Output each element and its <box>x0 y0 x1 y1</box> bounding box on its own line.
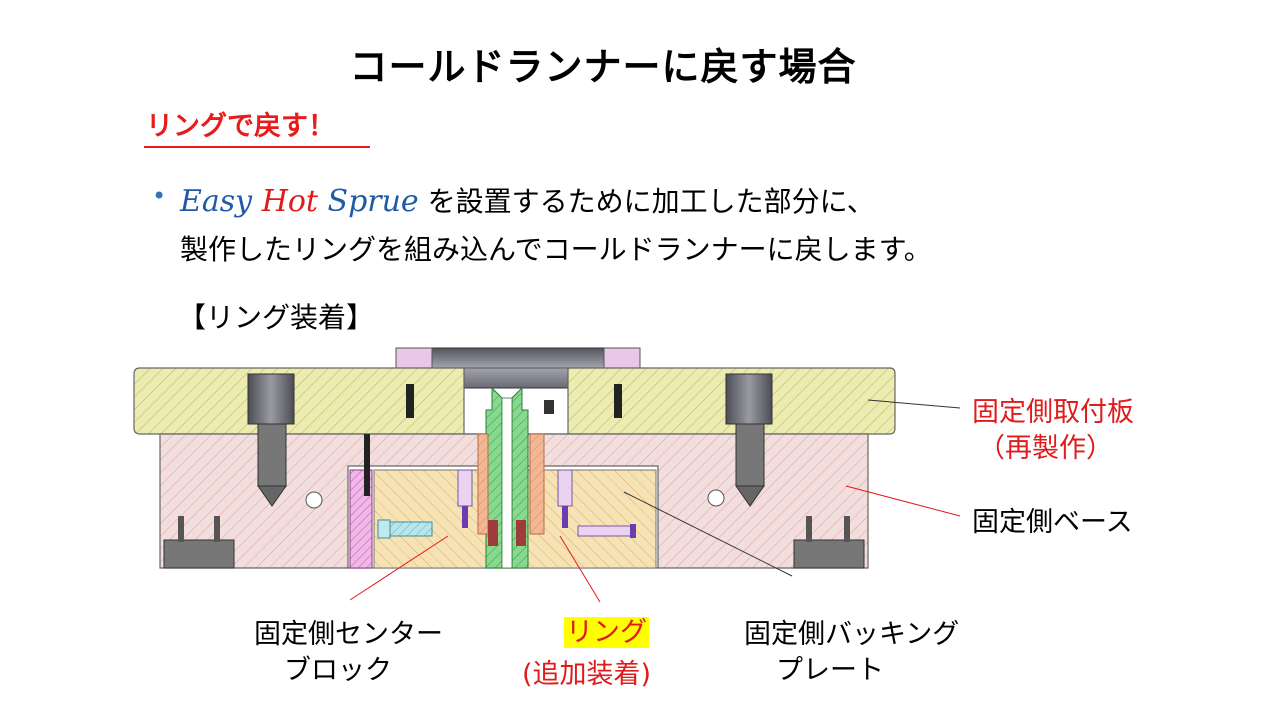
ring-highlight: リング <box>564 617 649 648</box>
label-fixed-mounting-plate-note: （再製作） <box>978 433 1113 464</box>
label-backing-plate-2: プレート <box>776 655 884 686</box>
sprue-channel <box>501 397 513 569</box>
label-center-block-2: ブロック <box>284 655 392 686</box>
label-fixed-mounting-plate: 固定側取付板 <box>972 397 1134 428</box>
section-label: 【リング装着】 <box>178 301 375 334</box>
bolt-left <box>247 373 295 507</box>
bullet-line-2: 製作したリングを組み込んでコールドランナーに戻します。 <box>180 233 932 266</box>
subtitle: リングで戻す！ <box>146 111 335 142</box>
brand-word-hot: Hot <box>261 184 318 219</box>
bullet-line-1-text: を設置するために加工した部分に、 <box>427 185 875 218</box>
label-center-block-1: 固定側センター <box>254 619 443 650</box>
bullet-marker: • <box>152 182 167 210</box>
ring-right <box>516 520 526 546</box>
brand-word-sprue: Sprue <box>327 184 419 219</box>
sleeve-right <box>529 433 545 535</box>
label-ring-note: (追加装着) <box>522 659 652 690</box>
ring-left <box>488 520 498 546</box>
sleeve-left <box>477 433 489 535</box>
small-screws <box>364 384 622 496</box>
subtitle-underline <box>144 146 370 148</box>
brand-word-easy: Easy <box>180 184 253 219</box>
dowel-hole-left <box>305 491 323 509</box>
backing-plate <box>525 469 657 569</box>
leader-lines <box>349 399 961 603</box>
dowel-hole-right <box>707 489 725 507</box>
label-fixed-base: 固定側ベース <box>972 507 1133 538</box>
purple-bolts <box>457 469 636 538</box>
cyan-bolt <box>377 519 433 539</box>
foot-left <box>163 516 235 569</box>
label-ring: リング <box>564 610 649 649</box>
bullet-line-1: Easy Hot Sprue を設置するために加工した部分に、 <box>180 180 875 220</box>
bolt-right <box>725 373 773 507</box>
foot-right <box>793 516 865 569</box>
label-backing-plate-1: 固定側バッキング <box>744 619 960 650</box>
mold-cross-section-diagram <box>133 347 961 603</box>
fixed-base <box>159 433 869 569</box>
page-title: コールドランナーに戻す場合 <box>349 45 857 89</box>
